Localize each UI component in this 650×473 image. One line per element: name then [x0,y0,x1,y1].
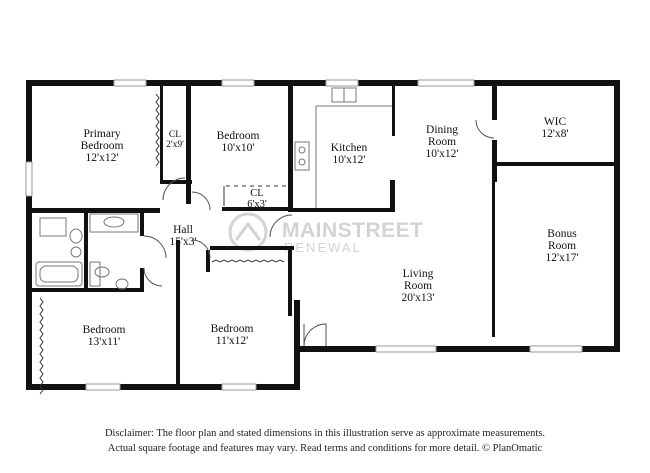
bathtub-icon [35,261,83,287]
closet-primary-name: CL [169,130,181,140]
bathroom-fixtures [35,213,139,290]
watermark-logo-icon [228,212,268,252]
bonus-name-2: Room [548,240,576,252]
disclaimer-line2: Actual square footage and features may v… [107,443,543,454]
wic-dims: 12'x8' [541,128,568,140]
vanity-2-icon [39,217,67,237]
bedroom-3-name: Bedroom [83,324,126,336]
living-dims: 20'x13' [402,292,435,304]
stove-icon [294,141,310,171]
hall-name: Hall [173,224,193,236]
dining-name-1: Dining [426,124,458,136]
door-swings [143,119,495,347]
primary-bedroom-name-1: Primary [83,128,120,140]
bedroom-3-dims: 13'x11' [88,336,120,348]
dining-dims: 10'x12' [426,148,459,160]
bonus-name-1: Bonus [547,228,577,240]
bedroom-2-name: Bedroom [217,130,260,142]
primary-bedroom-dims: 12'x12' [86,152,119,164]
kitchen-fixtures [294,87,392,208]
bonus-dims: 12'x17' [546,252,579,264]
bedroom-4-dims: 11'x12' [216,335,248,347]
toilet-icon [69,228,83,244]
watermark: MAINSTREET RENEWAL [228,212,424,255]
kitchen-dims: 10'x12' [333,154,366,166]
watermark-line1: MAINSTREET [282,219,424,242]
disclaimer: Disclaimer: The floor plan and stated di… [0,426,650,456]
closet-2-name: CL [250,188,263,199]
floor-plan: MAINSTREET RENEWAL [25,79,620,395]
hall-dims: 15'x3' [169,236,196,248]
disclaimer-line1: Disclaimer: The floor plan and stated di… [104,428,546,439]
closet-doors [39,93,286,395]
bedroom-4-name: Bedroom [211,323,254,335]
bedroom-2-dims: 10'x10' [222,142,255,154]
wic-name: WIC [544,116,567,128]
vanity-icon [89,213,139,233]
windows [25,79,583,391]
closet-2-dims: 6'x3' [247,199,267,210]
living-name-2: Room [404,280,432,292]
interior-walls [32,80,615,390]
room-labels: Primary Bedroom 12'x12' CL 2'x9' Bedroom… [81,116,579,348]
kitchen-name: Kitchen [331,142,368,154]
dining-name-2: Room [428,136,456,148]
watermark-line2: RENEWAL [284,240,362,255]
living-name-1: Living [403,268,434,280]
closet-primary-dims: 2'x9' [166,140,184,150]
primary-bedroom-name-2: Bedroom [81,140,124,152]
toilet-2-icon [94,266,110,278]
